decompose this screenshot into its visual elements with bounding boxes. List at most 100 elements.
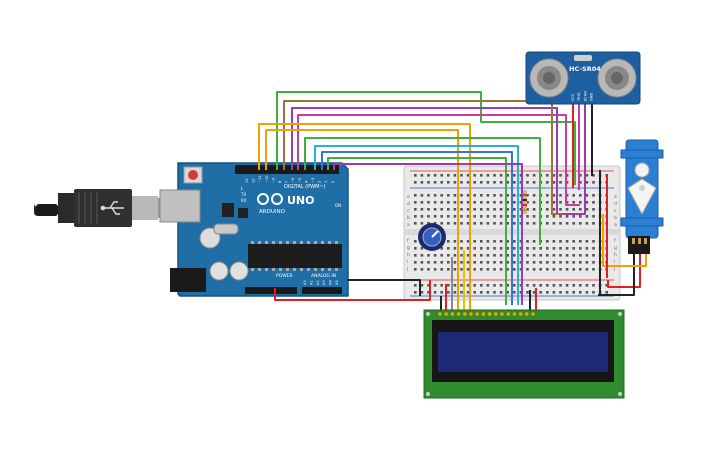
breadboard-hole[interactable] (440, 174, 443, 177)
breadboard-hole[interactable] (579, 181, 582, 184)
breadboard-hole[interactable] (414, 215, 417, 218)
breadboard-hole[interactable] (513, 208, 516, 211)
breadboard-hole[interactable] (572, 291, 575, 294)
breadboard-hole[interactable] (414, 222, 417, 225)
breadboard-hole[interactable] (605, 174, 608, 177)
breadboard-hole[interactable] (433, 208, 437, 211)
breadboard-hole[interactable] (513, 215, 516, 218)
breadboard-hole[interactable] (513, 194, 516, 197)
breadboard-hole[interactable] (480, 261, 483, 264)
breadboard-hole[interactable] (460, 254, 463, 257)
breadboard-hole[interactable] (552, 240, 556, 243)
breadboard-hole[interactable] (506, 268, 509, 271)
breadboard-hole[interactable] (579, 254, 582, 257)
breadboard-hole[interactable] (572, 194, 575, 197)
breadboard-hole[interactable] (486, 240, 490, 243)
breadboard-hole[interactable] (486, 208, 490, 211)
breadboard-hole[interactable] (592, 247, 595, 250)
breadboard-hole[interactable] (532, 174, 536, 177)
breadboard-hole[interactable] (499, 247, 503, 250)
breadboard-hole[interactable] (466, 222, 470, 225)
breadboard-hole[interactable] (493, 215, 496, 218)
breadboard-hole[interactable] (460, 222, 463, 225)
breadboard-hole[interactable] (572, 261, 575, 264)
breadboard-hole[interactable] (565, 194, 569, 197)
breadboard-hole[interactable] (499, 254, 503, 257)
breadboard-hole[interactable] (519, 291, 523, 294)
breadboard-hole[interactable] (486, 268, 490, 271)
breadboard-hole[interactable] (552, 174, 556, 177)
breadboard-hole[interactable] (414, 208, 417, 211)
breadboard-hole[interactable] (526, 261, 529, 264)
servo-horn[interactable] (627, 178, 657, 216)
breadboard-hole[interactable] (513, 174, 516, 177)
breadboard-hole[interactable] (473, 208, 476, 211)
breadboard-hole[interactable] (473, 222, 476, 225)
breadboard-hole[interactable] (493, 291, 496, 294)
breadboard-hole[interactable] (499, 284, 503, 287)
breadboard-hole[interactable] (513, 247, 516, 250)
breadboard-hole[interactable] (499, 222, 503, 225)
breadboard-hole[interactable] (460, 174, 463, 177)
breadboard-hole[interactable] (585, 247, 589, 250)
breadboard-hole[interactable] (453, 254, 457, 257)
breadboard-hole[interactable] (466, 284, 470, 287)
breadboard-hole[interactable] (493, 254, 496, 257)
breadboard-hole[interactable] (565, 268, 569, 271)
breadboard-hole[interactable] (519, 247, 523, 250)
breadboard-hole[interactable] (526, 222, 529, 225)
breadboard-hole[interactable] (546, 208, 549, 211)
breadboard-hole[interactable] (440, 247, 443, 250)
breadboard-hole[interactable] (460, 261, 463, 264)
breadboard-hole[interactable] (440, 222, 443, 225)
breadboard-hole[interactable] (585, 174, 589, 177)
breadboard-hole[interactable] (453, 247, 457, 250)
breadboard-hole[interactable] (506, 194, 509, 197)
breadboard-hole[interactable] (447, 284, 450, 287)
breadboard-hole[interactable] (579, 174, 582, 177)
breadboard-hole[interactable] (559, 284, 562, 287)
breadboard-hole[interactable] (565, 261, 569, 264)
breadboard-hole[interactable] (519, 222, 523, 225)
breadboard-hole[interactable] (519, 284, 523, 287)
breadboard-hole[interactable] (460, 268, 463, 271)
breadboard-hole[interactable] (565, 254, 569, 257)
breadboard-hole[interactable] (447, 261, 450, 264)
breadboard-hole[interactable] (420, 291, 424, 294)
breadboard-hole[interactable] (427, 254, 430, 257)
breadboard-hole[interactable] (427, 284, 430, 287)
breadboard-hole[interactable] (559, 208, 562, 211)
breadboard-hole[interactable] (420, 284, 424, 287)
breadboard-hole[interactable] (585, 284, 589, 287)
lcd-pin[interactable] (468, 311, 474, 317)
breadboard-hole[interactable] (447, 208, 450, 211)
breadboard-hole[interactable] (414, 181, 417, 184)
breadboard-hole[interactable] (513, 291, 516, 294)
lcd-pin[interactable] (505, 311, 511, 317)
breadboard-hole[interactable] (447, 291, 450, 294)
breadboard-hole[interactable] (585, 261, 589, 264)
breadboard-hole[interactable] (447, 240, 450, 243)
breadboard-hole[interactable] (486, 215, 490, 218)
breadboard-hole[interactable] (546, 194, 549, 197)
breadboard-hole[interactable] (559, 201, 562, 204)
breadboard-hole[interactable] (473, 194, 476, 197)
lcd-pin[interactable] (462, 311, 468, 317)
breadboard-hole[interactable] (493, 201, 496, 204)
breadboard-hole[interactable] (559, 291, 562, 294)
breadboard-hole[interactable] (453, 181, 457, 184)
breadboard-hole[interactable] (559, 194, 562, 197)
breadboard-hole[interactable] (433, 201, 437, 204)
breadboard-hole[interactable] (552, 268, 556, 271)
breadboard-hole[interactable] (453, 222, 457, 225)
breadboard-hole[interactable] (506, 261, 509, 264)
breadboard-hole[interactable] (565, 201, 569, 204)
breadboard-hole[interactable] (414, 268, 417, 271)
breadboard-hole[interactable] (414, 291, 417, 294)
breadboard-hole[interactable] (420, 174, 424, 177)
breadboard-hole[interactable] (546, 215, 549, 218)
breadboard-hole[interactable] (447, 181, 450, 184)
breadboard-hole[interactable] (493, 208, 496, 211)
breadboard-hole[interactable] (453, 240, 457, 243)
